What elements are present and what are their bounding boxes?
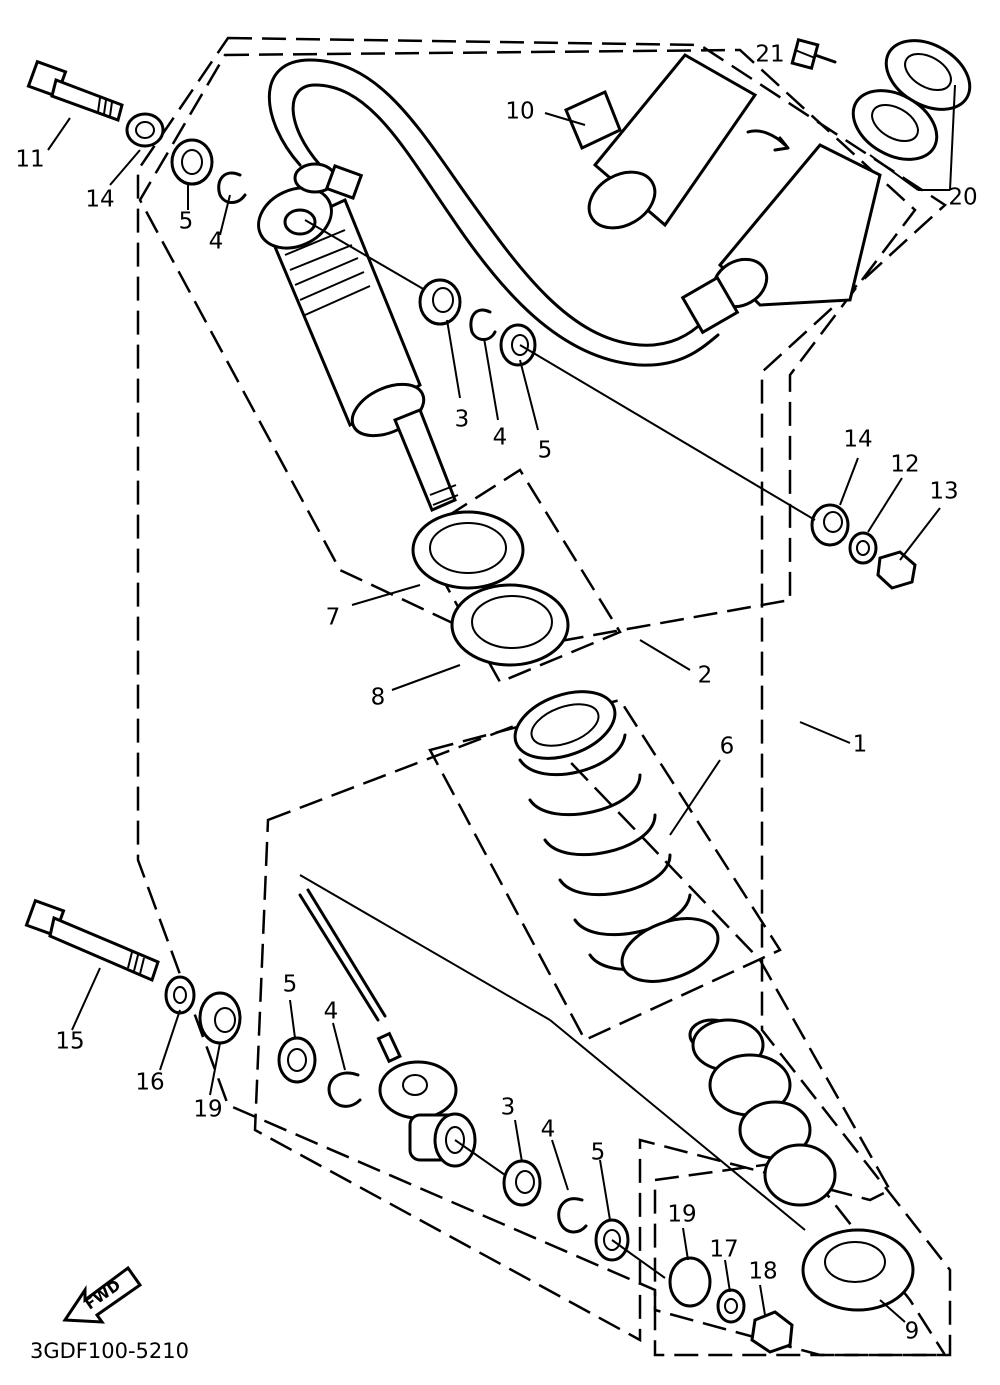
callout-5-top-left: 5 (179, 209, 194, 235)
callout-10: 10 (505, 99, 534, 125)
callout-21: 21 (755, 42, 784, 68)
callout-4-top-left: 4 (209, 229, 224, 255)
diagram-code: 3GDF100-5210 (30, 1339, 189, 1363)
callout-4-lower-left: 4 (324, 999, 339, 1025)
callout-17: 17 (709, 1237, 738, 1263)
callout-11: 11 (15, 147, 44, 173)
group-outline-1 (136, 36, 952, 1357)
ring-nut-8 (450, 583, 570, 667)
callout-5-lower-left: 5 (283, 972, 298, 998)
callout-20: 20 (948, 185, 977, 211)
lower-clevis (298, 888, 477, 1168)
callout-labels: 1 2 3 3 4 4 4 4 5 5 5 5 6 7 8 9 10 11 12… (15, 42, 977, 1345)
callout-8: 8 (371, 685, 386, 711)
group-outline-spring (428, 698, 782, 1042)
callout-5-upper: 5 (538, 438, 553, 464)
reservoir-cylinder (564, 53, 882, 335)
callout-1: 1 (853, 732, 868, 758)
callout-5-lower: 5 (591, 1140, 606, 1166)
leader-lines (47, 49, 956, 1323)
callout-2: 2 (698, 663, 713, 689)
reservoir-hose-inner (291, 83, 720, 367)
callout-4-lower: 4 (541, 1117, 556, 1143)
callout-12: 12 (890, 452, 919, 478)
bolt-15 (24, 898, 160, 983)
callout-7: 7 (326, 605, 341, 631)
bolt-21 (790, 37, 837, 71)
reservoir-hose (267, 58, 707, 347)
group-outline-2 (138, 48, 917, 652)
fwd-arrow (62, 1265, 143, 1324)
shock-absorber-body (257, 162, 459, 512)
callout-19-left: 19 (193, 1097, 222, 1123)
reservoir-cap (851, 39, 972, 161)
callout-14-right: 14 (843, 427, 872, 453)
callout-3-lower: 3 (501, 1095, 516, 1121)
callout-13: 13 (929, 479, 958, 505)
callout-4-upper: 4 (493, 425, 508, 451)
bump-stop-parts (688, 1018, 915, 1312)
ring-nut-7 (411, 510, 525, 590)
group-outline-lower (253, 718, 892, 1343)
callout-18: 18 (748, 1259, 777, 1285)
small-parts (125, 112, 917, 1354)
callout-14-upper: 14 (85, 187, 114, 213)
coil-spring (513, 690, 720, 983)
callout-9: 9 (905, 1319, 920, 1345)
callout-19-right: 19 (667, 1202, 696, 1228)
callout-3-upper: 3 (455, 407, 470, 433)
callout-16: 16 (135, 1070, 164, 1096)
callout-15: 15 (55, 1029, 84, 1055)
bolt-11 (26, 59, 124, 122)
callout-6: 6 (720, 734, 735, 760)
